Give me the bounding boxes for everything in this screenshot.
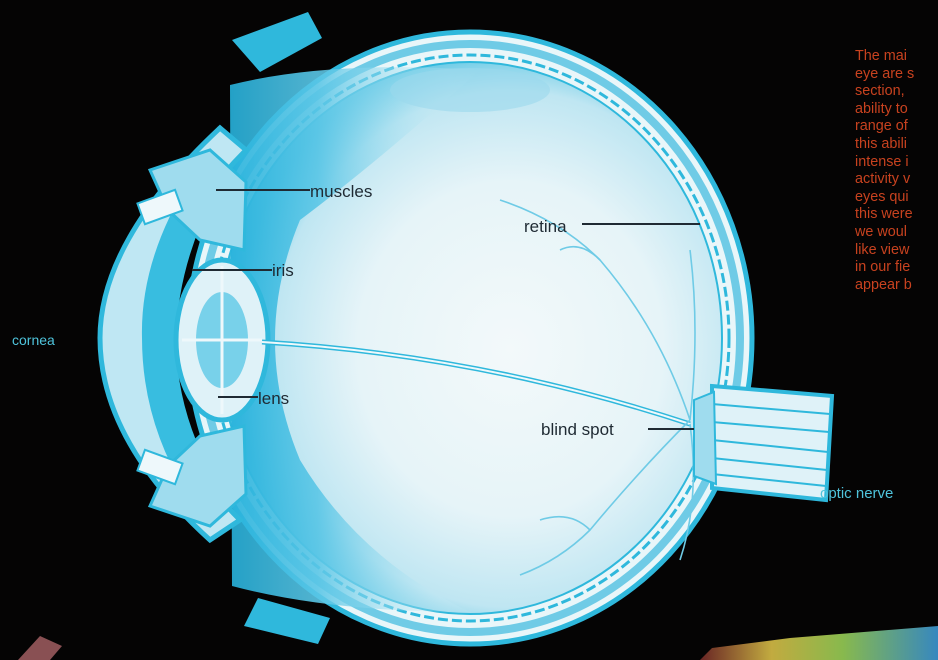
side-text-line: eyes qui: [855, 189, 938, 207]
side-text-line: in our fie: [855, 259, 938, 277]
upper-vitreous-shading: [390, 68, 550, 112]
side-text-line: we woul: [855, 224, 938, 242]
side-text-line: appear b: [855, 277, 938, 295]
retina-label: retina: [524, 218, 567, 235]
side-paragraph: The mai eye are s section, ability to ra…: [855, 48, 938, 294]
iris-label: iris: [272, 262, 294, 279]
cornea-label: cornea: [12, 333, 55, 347]
optic-disc: [694, 392, 716, 484]
side-text-line: range of: [855, 118, 938, 136]
upper-muscle-tab: [232, 12, 322, 72]
side-text-line: section,: [855, 83, 938, 101]
corner-prism-decoration: [700, 626, 938, 660]
corner-streak-decoration: [18, 636, 62, 660]
side-text-line: eye are s: [855, 66, 938, 84]
side-text-line: activity v: [855, 171, 938, 189]
side-text-line: like view: [855, 242, 938, 260]
muscles-label: muscles: [310, 183, 372, 200]
side-text-line: this abili: [855, 136, 938, 154]
side-text-line: ability to: [855, 101, 938, 119]
optic-nerve-label: optic nerve: [820, 486, 893, 501]
blind-spot-label: blind spot: [541, 421, 614, 438]
side-text-line: intense i: [855, 154, 938, 172]
side-text-line: this were: [855, 206, 938, 224]
lower-muscle-tab: [244, 598, 330, 644]
lens-label: lens: [258, 390, 289, 407]
optic-nerve-shape: [712, 386, 832, 500]
side-text-line: The mai: [855, 48, 938, 66]
